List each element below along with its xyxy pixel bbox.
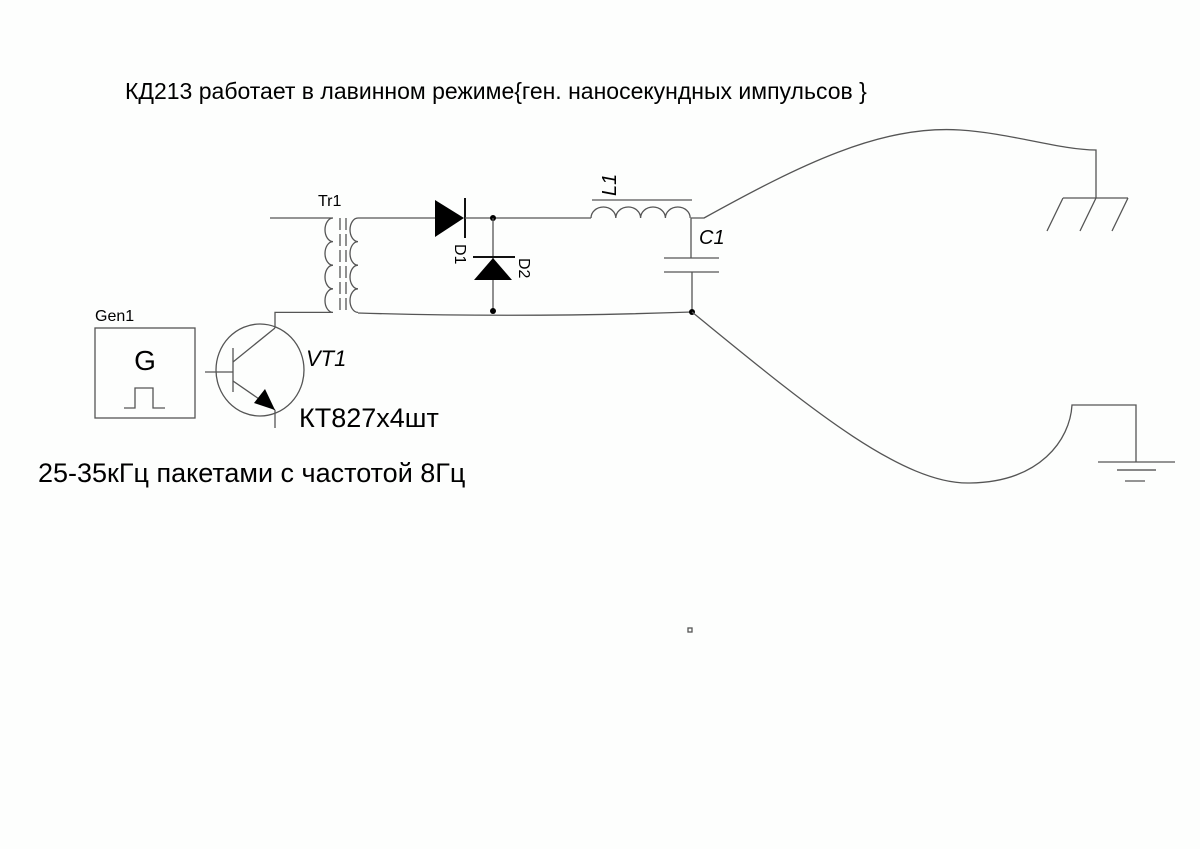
inductor-l1: L1: [590, 174, 692, 219]
transformer-core: [339, 218, 347, 313]
secondary-winding: [349, 217, 435, 314]
pulse-icon: [124, 387, 165, 409]
d2-label: D2: [515, 258, 532, 279]
diode-d1: D1: [435, 198, 468, 265]
frequency-note: 25-35кГц пакетами с частотой 8Гц: [38, 458, 465, 488]
vt1-label: VT1: [306, 346, 346, 371]
transistor-part-label: КТ827х4шт: [299, 403, 439, 433]
junction-dot: [490, 308, 496, 314]
d1-label: D1: [451, 244, 468, 265]
diode-d1-triangle: [435, 200, 464, 237]
capacitor-c1: C1: [664, 218, 725, 312]
l1-label: L1: [599, 174, 621, 196]
primary-winding: [270, 217, 334, 328]
transistor-vt1: VT1 КТ827х4шт: [205, 323, 439, 433]
generator-gen1: Gen1 G: [94, 308, 196, 419]
generator-symbol: G: [134, 345, 156, 376]
emitter-arrow-icon: [254, 389, 275, 410]
return-wire: [357, 311, 693, 316]
chassis-ground-icon: [1046, 197, 1129, 232]
output-wire-top: [691, 128, 1097, 219]
anchor-marker: [687, 627, 693, 633]
diagram-title: КД213 работает в лавинном режиме{ген. на…: [125, 78, 867, 104]
diode-d2: D2: [473, 218, 532, 311]
tr1-label: Tr1: [318, 193, 342, 210]
output-wire-bottom: [691, 311, 1137, 484]
ground-icon: [1098, 461, 1175, 482]
transformer-tr1: Tr1: [270, 193, 435, 328]
c1-label: C1: [699, 227, 725, 249]
gen1-label: Gen1: [95, 308, 134, 325]
